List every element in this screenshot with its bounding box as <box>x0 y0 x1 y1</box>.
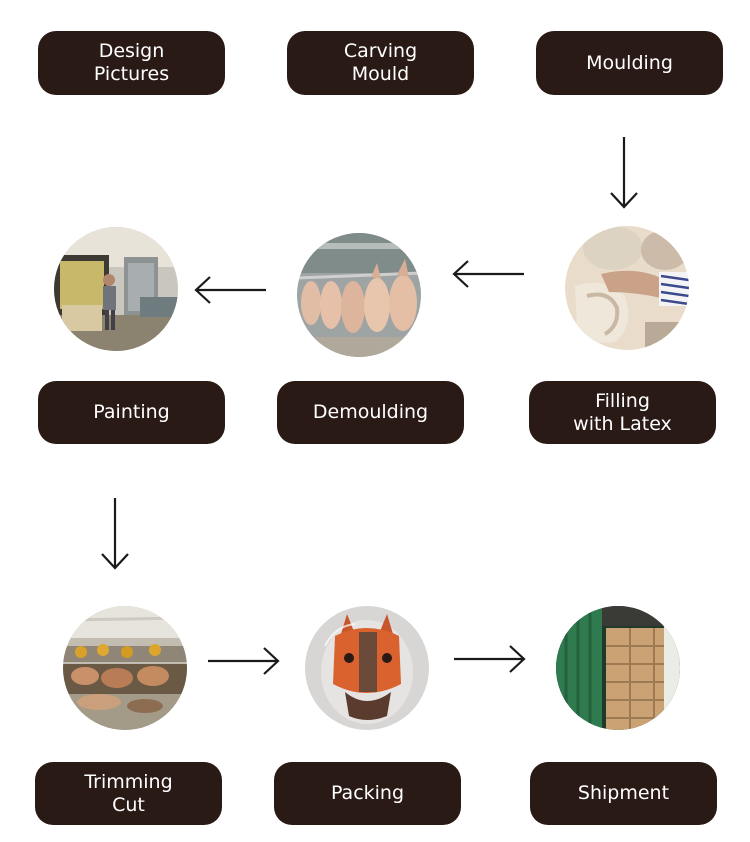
step-carving-mould: Carving Mould <box>287 31 474 95</box>
step-shipment: Shipment <box>530 762 717 825</box>
arrow-down-icon <box>610 137 638 209</box>
arrow-left-icon <box>194 276 266 304</box>
packing-photo <box>305 606 429 730</box>
step-design-pictures: Design Pictures <box>38 31 225 95</box>
step-demoulding: Demoulding <box>277 381 464 444</box>
arrow-right-icon <box>208 647 280 675</box>
arrow-left-icon <box>452 260 524 288</box>
painting-photo <box>54 227 178 351</box>
step-moulding: Moulding <box>536 31 723 95</box>
arrow-right-icon <box>454 645 526 673</box>
step-filling-with-latex: Filling with Latex <box>529 381 716 444</box>
shipment-photo <box>556 606 680 730</box>
trimming-cut-photo <box>63 606 187 730</box>
step-trimming-cut: Trimming Cut <box>35 762 222 825</box>
filling-with-latex-photo <box>565 226 689 350</box>
arrow-down-icon <box>101 498 129 570</box>
step-painting: Painting <box>38 381 225 444</box>
demoulding-photo <box>297 233 421 357</box>
step-packing: Packing <box>274 762 461 825</box>
